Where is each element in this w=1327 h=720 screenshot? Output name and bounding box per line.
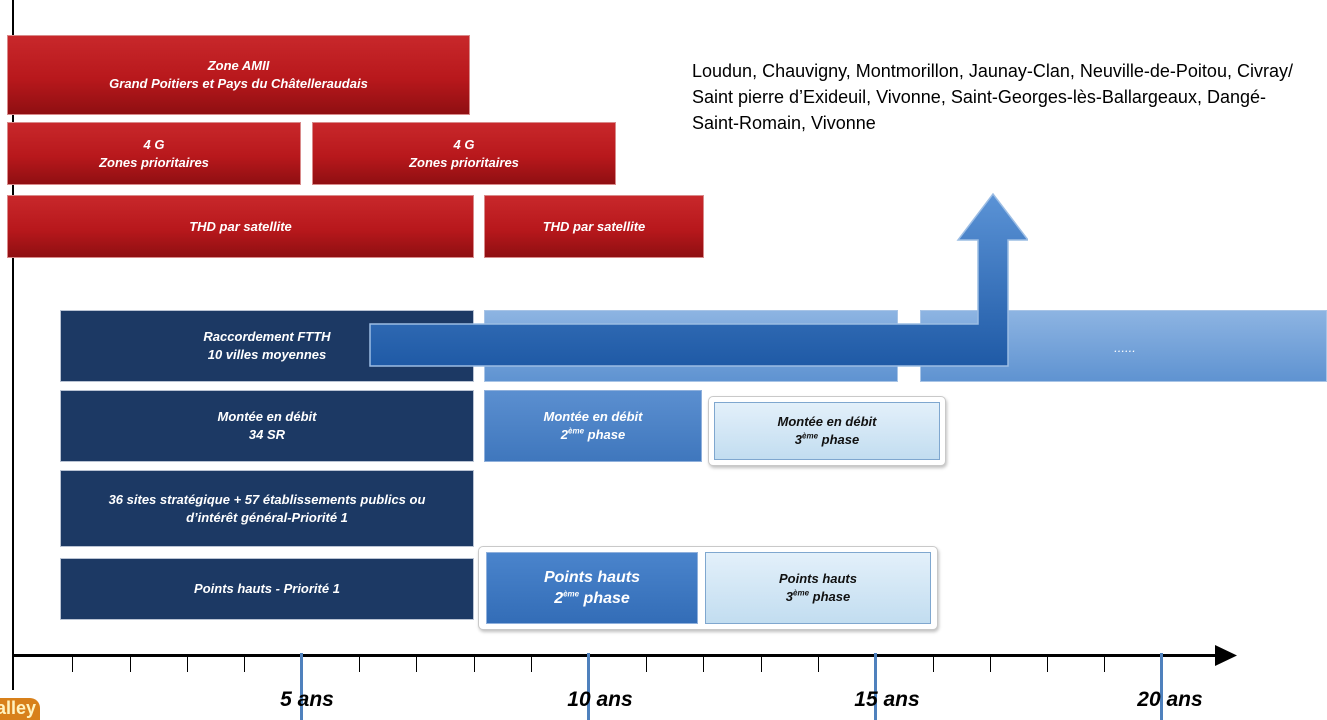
thd-satellite-box-2: THD par satellite bbox=[484, 195, 704, 258]
timeline-tick bbox=[244, 656, 245, 672]
phase-label: 3ème phase bbox=[785, 588, 851, 604]
timeline-tick bbox=[990, 656, 991, 672]
timeline-tick bbox=[1104, 656, 1105, 672]
thd-satellite-label: THD par satellite bbox=[542, 218, 646, 234]
ftth-title: Raccordement FTTH bbox=[203, 329, 331, 344]
timeline-tick bbox=[646, 656, 647, 672]
thd-satellite-label: THD par satellite bbox=[189, 218, 292, 234]
growth-arrow bbox=[369, 192, 1028, 367]
phase-label: 3ème phase bbox=[794, 431, 860, 447]
thd-satellite-box-1: THD par satellite bbox=[7, 195, 474, 258]
year-15-label: 15 ans bbox=[854, 688, 920, 711]
timeline-tick bbox=[72, 656, 73, 672]
sites-line1: 36 sites stratégique + 57 établissements… bbox=[108, 491, 426, 507]
montee-debit-title: Montée en débit bbox=[217, 409, 317, 424]
points-hauts-title: Points hauts bbox=[543, 569, 640, 586]
sites-strategiques-box: 36 sites stratégique + 57 établissements… bbox=[60, 470, 474, 547]
timeline-tick bbox=[531, 656, 532, 672]
phase-label: 2ème phase bbox=[560, 426, 626, 442]
timeline-tick bbox=[187, 656, 188, 672]
timeline-tick bbox=[933, 656, 934, 672]
points-hauts-box-2: Points hauts 2ème phase bbox=[486, 552, 698, 624]
timeline-tick bbox=[359, 656, 360, 672]
timeline-tick bbox=[416, 656, 417, 672]
zone-amii-title: Zone AMII bbox=[207, 58, 270, 73]
year-5-marker bbox=[300, 653, 303, 720]
timeline-tick bbox=[818, 656, 819, 672]
timeline-axis bbox=[14, 654, 1220, 657]
zones-prioritaires-label: Zones prioritaires bbox=[409, 154, 519, 170]
ftth-subtitle: 10 villes moyennes bbox=[207, 347, 327, 362]
montee-debit-title: Montée en débit bbox=[777, 414, 877, 429]
montee-debit-title: Montée en débit bbox=[543, 409, 643, 424]
points-hauts-box-3: Points hauts 3ème phase bbox=[705, 552, 931, 624]
zone-amii-box: Zone AMII Grand Poitiers et Pays du Chât… bbox=[7, 35, 470, 115]
sites-line2: d’intérêt général-Priorité 1 bbox=[186, 509, 348, 525]
timeline-arrowhead bbox=[1215, 645, 1237, 666]
timeline-tick bbox=[761, 656, 762, 672]
timeline-tick bbox=[703, 656, 704, 672]
points-hauts-box-1: Points hauts - Priorité 1 bbox=[60, 558, 474, 620]
4g-label: 4 G bbox=[143, 136, 165, 152]
year-15-marker bbox=[874, 653, 877, 720]
phase-label: 2ème phase bbox=[554, 589, 630, 607]
4g-zones-box-1: 4 G Zones prioritaires bbox=[7, 122, 301, 185]
4g-zones-box-2: 4 G Zones prioritaires bbox=[312, 122, 616, 185]
montee-debit-box-1: Montée en débit 34 SR bbox=[60, 390, 474, 462]
4g-label: 4 G bbox=[453, 136, 475, 152]
zone-amii-subtitle: Grand Poitiers et Pays du Châtelleraudai… bbox=[109, 76, 368, 91]
zones-prioritaires-label: Zones prioritaires bbox=[99, 154, 209, 170]
year-10-label: 10 ans bbox=[567, 688, 633, 711]
logo: alley bbox=[0, 698, 40, 720]
logo-text: alley bbox=[0, 698, 37, 718]
towns-note: Loudun, Chauvigny, Montmorillon, Jaunay-… bbox=[692, 61, 1293, 133]
year-5-label: 5 ans bbox=[280, 688, 334, 711]
timeline-tick bbox=[130, 656, 131, 672]
year-10-marker bbox=[587, 653, 590, 720]
points-hauts-label: Points hauts - Priorité 1 bbox=[194, 581, 340, 596]
timeline-tick bbox=[1047, 656, 1048, 672]
ftth-ellipsis: ...... bbox=[1114, 340, 1136, 355]
year-20-marker bbox=[1160, 653, 1163, 720]
timeline-tick bbox=[474, 656, 475, 672]
vertical-axis-line bbox=[12, 0, 14, 690]
montee-debit-box-2: Montée en débit 2ème phase bbox=[484, 390, 702, 462]
year-20-label: 20 ans bbox=[1137, 688, 1203, 711]
points-hauts-title: Points hauts bbox=[778, 571, 857, 586]
montee-debit-subtitle: 34 SR bbox=[248, 427, 286, 442]
montee-debit-box-3: Montée en débit 3ème phase bbox=[714, 402, 940, 460]
